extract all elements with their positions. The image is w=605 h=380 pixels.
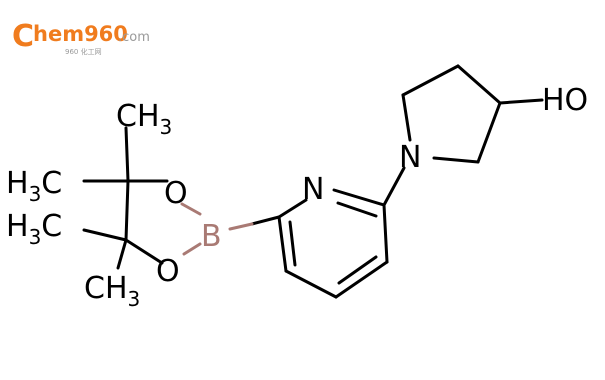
bonds (82, 64, 544, 299)
bond-n-pyridine (382, 166, 406, 207)
bond-pyrrolidine-2 (456, 64, 502, 105)
bond-c3-oh (498, 98, 544, 105)
label-oxygen-top: O (164, 176, 188, 211)
atom-labels: HO N N B O O (156, 83, 588, 289)
bond-methyl-left-lower (82, 228, 128, 242)
bond-pyridine-c5-c6-inner (288, 220, 297, 267)
methyl-labels: CH3 H3C H3C CH3 (6, 99, 172, 311)
logo-c: C (12, 19, 34, 54)
label-hydroxyl: HO (542, 83, 588, 118)
bond-pyridine-c2-n1 (332, 188, 386, 207)
label-methyl-top: CH3 (116, 99, 172, 139)
bond-pyrrolidine-4 (432, 156, 480, 164)
bond-methyl-top (124, 126, 130, 183)
logo-subtitle: 960 化工网 (65, 47, 102, 56)
bond-pyrrolidine-3 (476, 101, 502, 164)
bond-c6-b-carbon (250, 215, 281, 226)
bond-pyridine-c3-c4 (334, 260, 389, 299)
bond-pyrrolidine-5 (401, 93, 412, 142)
bond-b-o-bottom (182, 242, 202, 256)
bond-pyridine-c3-c4-inner (337, 255, 378, 285)
bond-pyridine-c2-c3 (382, 203, 389, 264)
bond-pyridine-c6-n1 (277, 198, 308, 219)
bond-pyridine-c2-n1-inner (336, 201, 378, 218)
bond-methyl-bottom (116, 238, 128, 270)
label-boron: B (201, 219, 222, 254)
chem960-logo: C hem960 .com 960 化工网 (12, 19, 150, 56)
label-nitrogen-pyridine: N (302, 172, 324, 207)
bond-pyridine-c5-c6 (277, 215, 288, 273)
bond-b-o-top (180, 202, 202, 216)
bond-c-c (124, 179, 130, 242)
bond-o-bottom-c (124, 238, 164, 265)
logo-suffix: .com (118, 30, 150, 45)
label-nitrogen-pyrrolidine: N (399, 140, 421, 175)
logo-brand: hem960 (33, 22, 128, 46)
label-methyl-bottom: CH3 (84, 271, 140, 311)
label-methyl-left-upper: H3C (6, 166, 62, 206)
label-methyl-left-lower: H3C (6, 209, 62, 249)
bond-pyridine-c4-c5 (284, 269, 338, 299)
bond-pyrrolidine-1 (401, 64, 460, 97)
label-oxygen-bottom: O (156, 254, 180, 289)
bond-c6-b-boron (228, 222, 254, 231)
